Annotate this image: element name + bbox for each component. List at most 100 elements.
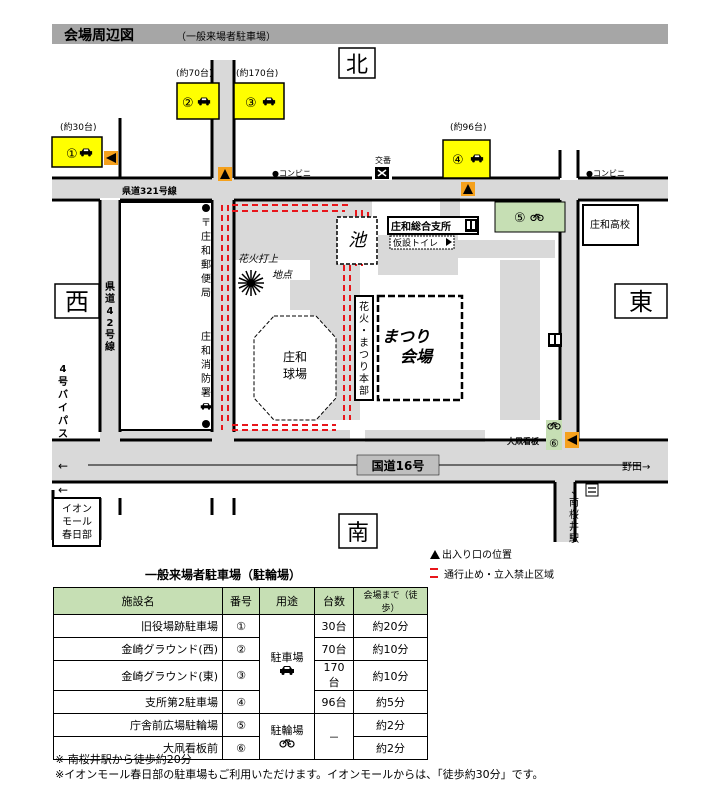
- svg-text:郵: 郵: [201, 259, 211, 271]
- table-row: 支所第2駐車場 ④ 96台 約5分: [53, 690, 428, 714]
- svg-text:4: 4: [107, 306, 114, 317]
- restroom-icon-east: [548, 333, 562, 347]
- svg-text:モール: モール: [62, 517, 92, 528]
- header-walk: 会場まで（徒歩）: [353, 587, 428, 615]
- svg-text:(約96台): (約96台): [450, 121, 486, 133]
- entrance-arrow-icon: [463, 184, 473, 194]
- entrance-arrow-icon: [106, 153, 116, 163]
- temp-toilet-box: [389, 235, 455, 250]
- route16-west-arrow: ←: [58, 459, 68, 473]
- toilet-arrow-icon: [446, 238, 452, 246]
- fireworks-site-label-1: 花火打上: [238, 253, 279, 265]
- fire-station-label: 庄 和 消 防 署: [201, 330, 211, 399]
- svg-text:桜: 桜: [569, 508, 579, 521]
- svg-text:県: 県: [105, 280, 115, 293]
- pond-outline: [336, 216, 378, 265]
- svg-text:③: ③: [245, 96, 257, 111]
- bike-lot-6: ⑥: [546, 420, 562, 450]
- compass-west: 西: [65, 288, 89, 316]
- compass: 北 西 東 南: [54, 47, 668, 549]
- svg-text:便: 便: [201, 272, 211, 285]
- train-icon: [585, 483, 599, 497]
- svg-text:庄: 庄: [201, 330, 211, 343]
- post-office-label: 〒 庄 和 郵 便 局: [201, 218, 211, 299]
- table-row: 庁舎前広場駐輪場 ⑤ 駐輪場 － 約2分: [53, 713, 428, 760]
- area-map: 北 西 東 南 (約30台) ① (約70台) ② (約170台) ③ (約96…: [51, 47, 668, 549]
- convenience-store-1: ●コンビニ: [272, 169, 311, 178]
- festival-hq-box: [354, 295, 374, 401]
- header-use: 用途: [259, 587, 315, 615]
- svg-text:〒: 〒: [201, 218, 211, 229]
- restroom-icon: [465, 219, 477, 232]
- post-office-dot: [202, 204, 210, 212]
- svg-text:和: 和: [201, 345, 211, 357]
- svg-text:道: 道: [105, 292, 115, 305]
- parking-lot-2: (約70台) ②: [176, 67, 220, 120]
- footnote-station: ※ 南桜井駅から徒歩約20分: [55, 753, 192, 766]
- svg-text:バ: バ: [58, 389, 68, 401]
- legend-entrance: 出入り口の位置: [430, 546, 554, 566]
- entrance-markers: [104, 151, 579, 448]
- svg-text:線: 線: [105, 340, 115, 353]
- svg-text:②: ②: [182, 96, 194, 111]
- svg-text:部: 部: [359, 384, 369, 397]
- koban-label: 交番: [375, 155, 391, 165]
- parking-table-title: 一般来場者駐車場（駐輪場）: [145, 568, 302, 582]
- svg-text:局: 局: [201, 287, 211, 299]
- high-school-block: [582, 204, 639, 246]
- svg-text:和: 和: [201, 245, 211, 257]
- temp-toilet-label: 仮設トイレ: [393, 237, 438, 249]
- fireworks-burst-icon: [238, 270, 264, 296]
- svg-text:⑤: ⑤: [514, 211, 526, 226]
- table-row: 大凧看板前 ⑥ 約2分: [53, 736, 428, 760]
- footnote-aeon: ※イオンモール春日部の駐車場もご利用いただけます。イオンモールからは、「徒歩約3…: [55, 768, 544, 781]
- svg-text:イオン: イオン: [62, 503, 92, 515]
- svg-text:(約30台): (約30台): [60, 121, 96, 133]
- svg-text:↓: ↓: [570, 486, 578, 497]
- header-number: 番号: [222, 587, 260, 615]
- svg-text:2: 2: [107, 318, 114, 329]
- branch-office-box: [387, 216, 479, 235]
- svg-text:消: 消: [201, 358, 211, 371]
- svg-text:南: 南: [569, 496, 579, 509]
- route16-sign: [356, 454, 440, 476]
- svg-text:ま: ま: [359, 337, 369, 349]
- entrance-arrow-icon: [567, 435, 577, 445]
- header-bar: 会場周辺図 （一般来場者駐車場）: [52, 24, 668, 44]
- svg-text:4: 4: [60, 364, 67, 375]
- svg-text:①: ①: [66, 147, 78, 162]
- svg-text:春日部: 春日部: [62, 528, 92, 541]
- svg-text:駅: 駅: [569, 533, 579, 545]
- svg-text:り: り: [359, 361, 369, 373]
- svg-text:防: 防: [201, 372, 211, 385]
- entrance-triangle-icon: [430, 550, 440, 559]
- compass-east: 東: [629, 288, 653, 316]
- footnotes: ※ 南桜井駅から徒歩約20分 ※イオンモール春日部の駐車場もご利用いただけます。…: [55, 752, 544, 782]
- legend-restricted: 通行止め・立入禁止区域: [430, 566, 554, 586]
- svg-text:イ: イ: [58, 402, 68, 414]
- entrance-arrow-icon: [220, 169, 230, 179]
- table-header-row: 施設名 番号 用途 台数 会場まで（徒歩）: [53, 587, 428, 615]
- stadium-outline: [253, 315, 337, 421]
- svg-text:パ: パ: [58, 415, 68, 427]
- convenience-store-2: ●コンビニ: [586, 169, 625, 178]
- parking-table: 施設名 番号 用途 台数 会場まで（徒歩） 旧役場跡駐車場 ① 駐車場 30台 …: [53, 587, 428, 760]
- svg-text:花: 花: [359, 300, 369, 313]
- stadium-label-2: 球場: [283, 367, 307, 381]
- svg-text:庄: 庄: [201, 230, 211, 243]
- table-row: 金崎グラウンド(西) ② 70台 約10分: [53, 637, 428, 661]
- pref-road-42-vertical: 県 道 4 2 号 線: [105, 280, 115, 353]
- high-school-label: 庄和高校: [590, 218, 630, 231]
- svg-text:火: 火: [359, 313, 369, 325]
- table-row: 金崎グラウンド(東) ③ 170台 約10分: [53, 660, 428, 691]
- table-row: 旧役場跡駐車場 ① 駐車場 30台 約20分: [53, 614, 428, 714]
- noda-direction: 野田→: [622, 461, 650, 473]
- fireworks-site-label-2: 地点: [272, 269, 293, 281]
- stadium-label-1: 庄和: [283, 349, 307, 364]
- pond-label: 池: [348, 230, 368, 251]
- svg-text:号: 号: [105, 329, 115, 341]
- header-facility: 施設名: [53, 587, 223, 615]
- aeon-block: [52, 497, 101, 547]
- koban-icon: [377, 169, 387, 177]
- svg-text:⑥: ⑥: [549, 437, 559, 450]
